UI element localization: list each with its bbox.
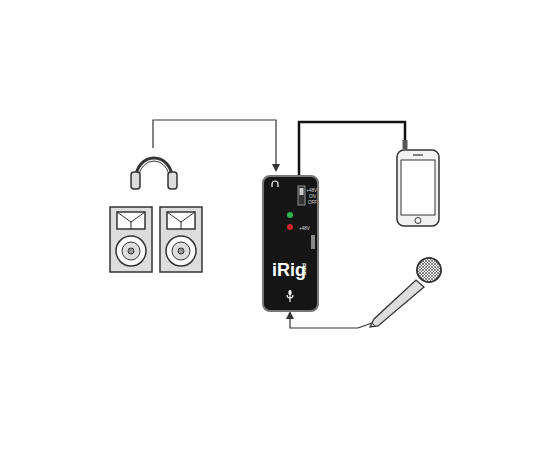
- brand-name: iRig: [272, 261, 306, 279]
- green-led: [287, 212, 293, 218]
- headphone-symbol: [272, 181, 278, 187]
- model-name: PRE: [301, 263, 307, 275]
- gain-knob: [311, 235, 315, 249]
- arrowhead: [272, 164, 280, 172]
- control-label: OFF: [308, 201, 317, 206]
- phone-plug: [403, 140, 408, 149]
- mic-symbol: [287, 295, 293, 302]
- speakers: [110, 207, 202, 272]
- phone-cable: [299, 122, 405, 176]
- headphone-cable: [153, 120, 276, 165]
- iphone: [397, 150, 439, 226]
- control-label: +48V: [306, 189, 317, 194]
- control-label: ON: [309, 195, 316, 200]
- microphone: [358, 258, 441, 328]
- mic-symbol-head: [289, 290, 292, 295]
- red-led: [287, 224, 293, 230]
- phantom-switch: [298, 186, 305, 205]
- headphones: [131, 158, 177, 189]
- arrowhead: [286, 311, 294, 319]
- mic-cable: [290, 318, 358, 328]
- irig-pre-device: iRigPRE+48VONOFF+48V: [262, 175, 319, 312]
- control-label: +48V: [299, 227, 310, 232]
- switch-knob: [300, 188, 304, 195]
